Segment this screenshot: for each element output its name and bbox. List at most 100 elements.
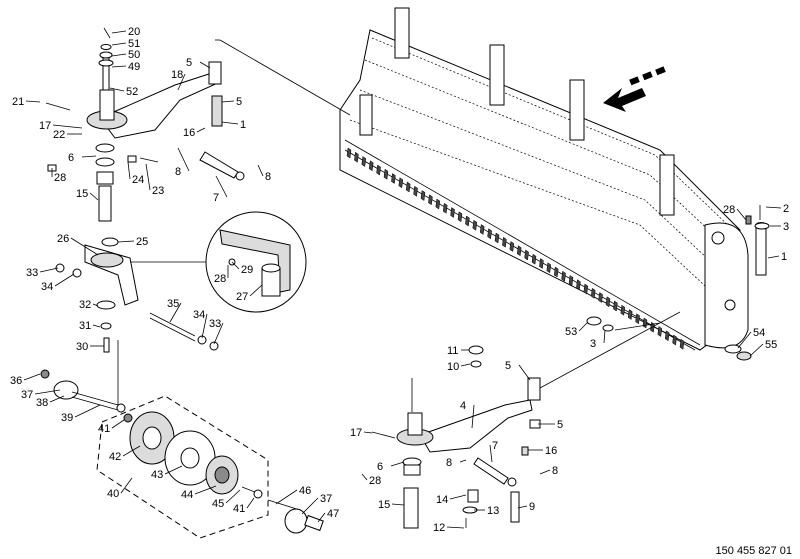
leader-line <box>257 164 264 177</box>
leader-line <box>737 331 752 349</box>
part-label: 5 <box>236 96 242 108</box>
tine <box>472 219 478 231</box>
bracket-assembly <box>55 237 219 405</box>
part-label: 33 <box>26 267 38 279</box>
part-label: 21 <box>12 96 24 108</box>
leader-line <box>74 404 101 418</box>
part-label: 5 <box>557 419 563 431</box>
leader-line <box>578 321 589 332</box>
part-label: 54 <box>753 327 765 339</box>
leader-line <box>221 121 239 125</box>
tine <box>391 173 396 184</box>
part-label: 22 <box>53 129 65 141</box>
part-label: 44 <box>181 489 193 501</box>
part-label: 17 <box>350 427 362 439</box>
tine <box>657 326 663 337</box>
part-label: 40 <box>107 488 119 500</box>
leader-line <box>736 208 747 221</box>
leader-line <box>301 497 319 515</box>
tine <box>672 334 677 346</box>
part-label: 23 <box>152 185 164 197</box>
part-label: 10 <box>447 361 459 373</box>
part-label: 43 <box>151 469 163 481</box>
shaft-assembly <box>40 369 126 413</box>
leader-line <box>177 147 190 172</box>
part-label: 27 <box>236 291 248 303</box>
washer-set <box>267 499 324 534</box>
leader-line <box>111 53 127 57</box>
leader-line <box>213 322 224 345</box>
part-label: 2 <box>783 203 789 215</box>
part-label: 16 <box>183 127 195 139</box>
leader-line <box>70 237 99 256</box>
tine <box>576 279 581 291</box>
tine <box>524 249 529 261</box>
leader-line <box>603 329 606 344</box>
tine <box>509 241 515 252</box>
leader-line <box>92 324 101 328</box>
part-label: 46 <box>299 485 311 497</box>
leader-line <box>767 255 780 259</box>
part-label: 31 <box>79 320 91 332</box>
tine <box>383 168 389 180</box>
tine <box>613 300 618 312</box>
part-label: 29 <box>241 264 253 276</box>
tine <box>398 177 404 189</box>
part-label: 7 <box>213 192 219 204</box>
leader-line <box>120 477 133 494</box>
part-label: 13 <box>487 505 499 517</box>
part-label: 35 <box>167 298 179 310</box>
tine <box>598 292 603 303</box>
part-label: 30 <box>76 341 88 353</box>
leader-line <box>249 284 263 297</box>
part-label: 28 <box>54 172 66 184</box>
part-label: 32 <box>79 299 91 311</box>
leader-line <box>246 497 255 509</box>
leader-line <box>449 494 467 500</box>
tine <box>568 275 574 286</box>
leader-line <box>54 273 75 287</box>
part-label: 8 <box>175 166 181 178</box>
tine <box>428 194 433 206</box>
part-label: 6 <box>377 461 383 473</box>
part-label: 39 <box>61 412 73 424</box>
part-label: 25 <box>136 236 148 248</box>
leader-line <box>196 127 206 133</box>
tine <box>553 266 559 278</box>
part-label: 9 <box>529 501 535 513</box>
tine <box>361 156 367 167</box>
leader-line <box>215 175 228 198</box>
part-label: 53 <box>565 326 577 338</box>
part-label: 37 <box>320 493 332 505</box>
part-label: 3 <box>783 221 789 233</box>
part-label: 26 <box>57 233 69 245</box>
part-label: 1 <box>781 251 787 263</box>
tine <box>516 245 522 257</box>
leader-line <box>225 489 241 504</box>
leader-line <box>471 404 475 429</box>
part-label: 38 <box>36 397 48 409</box>
leader-line <box>145 163 151 191</box>
tine <box>346 147 352 159</box>
leader-line <box>92 303 99 307</box>
document-number: 150 455 827 01 <box>715 545 792 557</box>
part-label: 17 <box>39 120 51 132</box>
tine <box>479 224 485 235</box>
leader-line <box>111 419 125 429</box>
tine <box>635 313 640 325</box>
part-label: 6 <box>68 152 74 164</box>
tine-row <box>346 147 685 350</box>
tine <box>620 304 626 316</box>
part-label: 50 <box>128 49 140 61</box>
part-label: 4 <box>460 400 466 412</box>
part-label: 15 <box>76 188 88 200</box>
leader-line <box>81 155 97 158</box>
tine <box>494 232 500 244</box>
leader-line <box>194 485 217 495</box>
leader-line <box>518 364 531 381</box>
part-label: 28 <box>369 475 381 487</box>
leader-line <box>221 100 235 103</box>
leader-line <box>363 431 373 434</box>
